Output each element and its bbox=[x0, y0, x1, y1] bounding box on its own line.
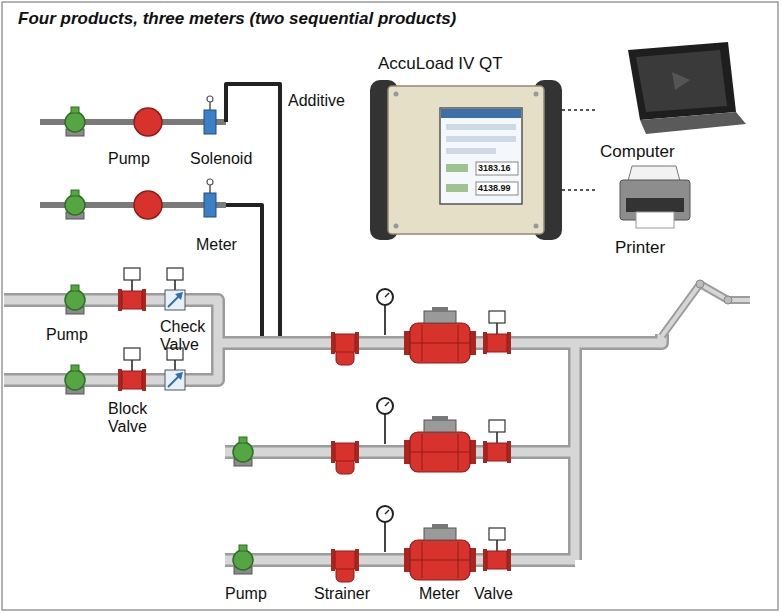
device-label: Printer bbox=[615, 238, 665, 258]
meter-runs bbox=[233, 289, 511, 582]
meter-symbol bbox=[404, 524, 476, 580]
device-bolt bbox=[394, 92, 399, 97]
printer-front bbox=[626, 198, 684, 212]
meter-symbol bbox=[404, 416, 476, 472]
additive-pipes bbox=[40, 84, 280, 336]
part-label: Block Valve bbox=[108, 400, 158, 436]
laptop-lid bbox=[628, 42, 736, 120]
check-valve-symbol bbox=[165, 348, 185, 390]
additive-meter-symbol bbox=[134, 191, 162, 219]
part-label: Check Valve bbox=[160, 318, 214, 354]
control-valve-symbol bbox=[483, 420, 511, 463]
device-bolt bbox=[534, 224, 539, 229]
pump-symbol bbox=[233, 545, 253, 574]
control-valve-symbol bbox=[483, 528, 511, 571]
product-pipes bbox=[4, 280, 750, 560]
part-label: Solenoid bbox=[190, 150, 252, 168]
arm-joint bbox=[724, 296, 732, 304]
screen-row bbox=[446, 148, 496, 154]
device-label: Computer bbox=[600, 142, 675, 162]
pump-symbol bbox=[65, 285, 85, 314]
solenoid-symbol bbox=[204, 96, 216, 134]
computer-icon: Computer bbox=[598, 40, 748, 165]
printer-paper-tray bbox=[628, 166, 680, 181]
screen-icon bbox=[446, 184, 468, 192]
part-label: Strainer bbox=[314, 585, 370, 603]
data-link bbox=[562, 189, 598, 191]
screen-row bbox=[446, 124, 516, 130]
block-valve-symbol bbox=[118, 268, 146, 311]
diagram-title: Four products, three meters (two sequent… bbox=[18, 9, 456, 29]
control-valve-symbol bbox=[483, 311, 511, 354]
loading-arm bbox=[662, 284, 750, 336]
part-label: Pump bbox=[108, 150, 150, 168]
strainer-symbol bbox=[331, 332, 359, 365]
screen-field bbox=[476, 162, 518, 175]
screen-field bbox=[476, 182, 518, 195]
part-label: Additive bbox=[288, 92, 345, 110]
screen-row bbox=[446, 136, 516, 142]
printer-icon bbox=[620, 166, 690, 228]
laptop-icon bbox=[628, 42, 746, 134]
pipe-fill bbox=[4, 300, 662, 560]
data-link bbox=[562, 109, 598, 111]
device-bolt bbox=[394, 224, 399, 229]
strainer-symbol bbox=[331, 549, 359, 582]
part-label: Meter bbox=[196, 236, 237, 254]
additive-injection-line bbox=[226, 84, 280, 336]
gauge-symbol bbox=[377, 506, 393, 552]
pump-symbol bbox=[233, 437, 253, 466]
laptop-screen bbox=[636, 50, 727, 112]
part-label: Pump bbox=[46, 326, 88, 344]
pump-symbol bbox=[65, 107, 85, 136]
part-label: Meter bbox=[419, 585, 460, 603]
block-valve-symbol bbox=[118, 348, 146, 391]
part-label: Valve bbox=[474, 585, 513, 603]
pump-symbol bbox=[65, 365, 85, 394]
gauge-symbol bbox=[377, 289, 393, 335]
device-screen bbox=[440, 108, 522, 204]
device-bolt bbox=[534, 92, 539, 97]
meter-symbol bbox=[404, 307, 476, 363]
strainer-symbol bbox=[331, 441, 359, 474]
arm-joint bbox=[696, 280, 704, 288]
device-label: AccuLoad IV QT bbox=[378, 54, 503, 74]
printer-icon: Printer bbox=[598, 160, 698, 260]
device-panel bbox=[388, 86, 544, 234]
controller-device bbox=[370, 80, 562, 240]
screen-reading: 4138.99 bbox=[478, 182, 511, 194]
gauge-symbol bbox=[377, 398, 393, 444]
controller-unit: AccuLoad IV QT bbox=[370, 52, 562, 242]
laptop-logo bbox=[672, 72, 690, 90]
additive-meter-symbol bbox=[134, 108, 162, 136]
screen-reading: 3183.16 bbox=[478, 162, 511, 174]
laptop-base bbox=[640, 112, 746, 134]
part-label: Pump bbox=[225, 585, 267, 603]
solenoid-symbol bbox=[204, 179, 216, 217]
printer-paper bbox=[636, 212, 674, 228]
pipe-outline bbox=[4, 300, 662, 560]
screen-header bbox=[441, 109, 521, 118]
screen-icon bbox=[446, 164, 468, 172]
loading-arm-fill bbox=[662, 284, 750, 336]
pump-symbol bbox=[65, 190, 85, 219]
check-valve-symbol bbox=[165, 268, 185, 310]
